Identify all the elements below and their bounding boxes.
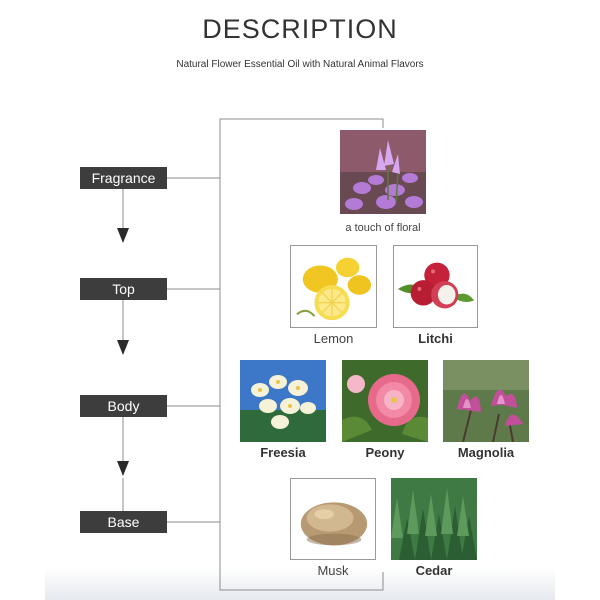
arrow-down-icon [117, 340, 129, 355]
bracket-line [219, 118, 384, 591]
arrow-down-icon [117, 461, 129, 476]
peony-image [342, 360, 428, 442]
freesia-image [240, 360, 326, 442]
note-label-lemon: Lemon [313, 331, 354, 346]
note-label-freesia: Freesia [260, 445, 306, 460]
magnolia-image [443, 360, 529, 442]
note-label-floral: a touch of floral [345, 222, 421, 234]
stage-base: Base [80, 511, 167, 533]
stage-fragrance: Fragrance [80, 167, 167, 189]
musk-image [290, 478, 376, 560]
purple-flower-image [340, 130, 426, 214]
page-title: DESCRIPTION [202, 14, 398, 44]
note-label-cedar: Cedar [415, 563, 453, 578]
bottom-gradient-band [45, 567, 555, 600]
note-label-peony: Peony [365, 445, 405, 460]
cedar-image [391, 478, 477, 560]
litchi-image [393, 245, 478, 328]
stage-body: Body [80, 395, 167, 417]
note-label-magnolia: Magnolia [457, 445, 515, 460]
lemon-image [290, 245, 377, 328]
stage-top: Top [80, 278, 167, 300]
note-label-litchi: Litchi [418, 331, 453, 346]
arrow-down-icon [117, 228, 129, 243]
page-subtitle: Natural Flower Essential Oil with Natura… [176, 59, 424, 70]
note-label-musk: Musk [317, 563, 349, 578]
